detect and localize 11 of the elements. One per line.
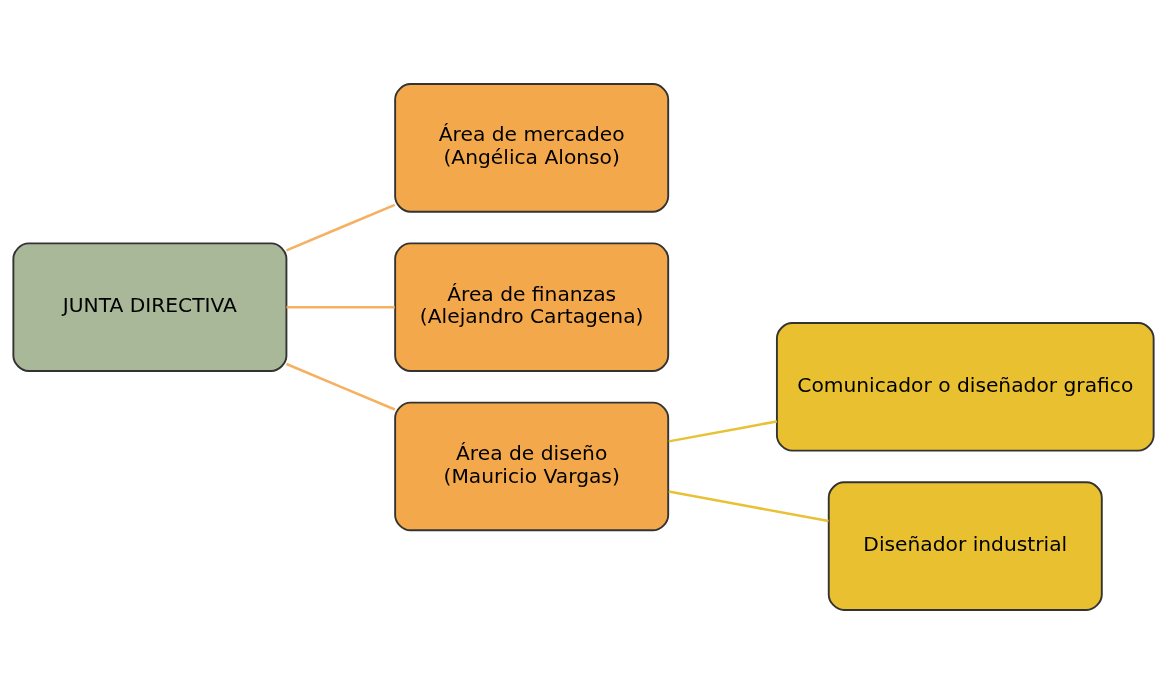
node-box: Área de finanzas (Alejandro Cartagena)	[394, 242, 670, 372]
connector	[668, 420, 778, 443]
node-box: JUNTA DIRECTIVA	[12, 242, 288, 372]
node-box: Diseñador industrial	[827, 481, 1103, 611]
connector	[286, 305, 395, 309]
node-box: Área de diseño (Mauricio Vargas)	[394, 401, 670, 532]
connector	[668, 490, 829, 523]
node-box: Comunicador o diseñador grafico	[775, 322, 1155, 452]
connector	[286, 362, 396, 411]
node-box: Área de mercadeo (Angélica Alonso)	[394, 83, 670, 213]
connector	[286, 203, 396, 252]
